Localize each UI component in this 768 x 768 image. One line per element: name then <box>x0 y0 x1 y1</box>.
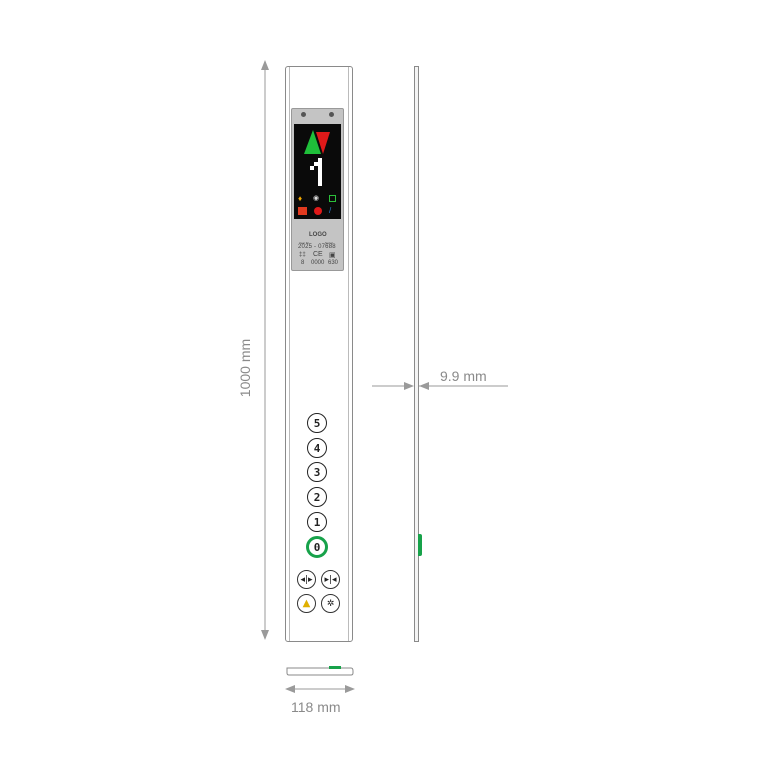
depth-dimension-label: 9.9 mm <box>440 368 487 384</box>
no-entry-status-icon <box>314 207 322 215</box>
width-dimension-label: 118 mm <box>291 699 341 715</box>
screw-right <box>329 112 334 117</box>
floor-digit-dotmatrix <box>310 158 322 186</box>
exit-status-icon <box>298 207 307 215</box>
floor-button-5[interactable]: 5 <box>307 413 327 433</box>
load-value: 630 <box>328 260 339 266</box>
ce-mark: CE <box>313 251 323 258</box>
ce-number: 0000 <box>311 260 325 266</box>
phone-status-icon: / <box>329 206 332 215</box>
persons-icon: ‡‡ <box>299 252 306 258</box>
door-open-icon: ▸|◂ <box>324 574 337 585</box>
side-view-panel <box>414 66 419 642</box>
display-screen: 1 ♦ ◉ / <box>294 124 341 219</box>
floor-button-0[interactable]: 0 <box>306 536 328 558</box>
depth-dimension-line <box>372 382 508 390</box>
screw-left <box>301 112 306 117</box>
down-arrow-icon <box>316 132 330 154</box>
code-text: 2025 - 07688 <box>298 244 336 250</box>
door-close-icon: ◂|▸ <box>300 574 313 585</box>
alarm-bell-icon: ▲ <box>302 598 311 609</box>
width-dimension-line <box>285 685 355 693</box>
serial-label: Serial <box>325 241 333 245</box>
door-open-button[interactable]: ▸|◂ <box>321 570 340 589</box>
lock-icon: ▣ <box>329 252 336 259</box>
up-arrow-icon <box>304 130 321 154</box>
fan-icon: ✲ <box>326 598 335 609</box>
direction-arrows <box>304 130 330 154</box>
fan-button[interactable]: ✲ <box>321 594 340 613</box>
floor-button-1[interactable]: 1 <box>307 512 327 532</box>
year-label: Year Nr. <box>299 241 310 245</box>
side-view-button-bump <box>418 534 422 556</box>
floor-button-2[interactable]: 2 <box>307 487 327 507</box>
height-dimension-label: 1000 mm <box>237 338 253 398</box>
floor-button-3[interactable]: 3 <box>307 462 327 482</box>
height-dimension-line <box>261 60 269 640</box>
persons-value: 8 <box>301 260 305 266</box>
nameplate: LOGO Year Nr. Serial 2025 - 07688 ‡‡ CE … <box>294 222 341 269</box>
ok-status-icon <box>329 195 336 202</box>
alarm-button[interactable]: ▲ <box>297 594 316 613</box>
voice-status-icon: ◉ <box>313 195 320 202</box>
floor-button-4[interactable]: 4 <box>307 438 327 458</box>
alarm-status-icon: ♦ <box>298 194 303 203</box>
door-close-button[interactable]: ◂|▸ <box>297 570 316 589</box>
top-view-panel <box>286 666 354 676</box>
logo-text: LOGO <box>309 232 327 238</box>
